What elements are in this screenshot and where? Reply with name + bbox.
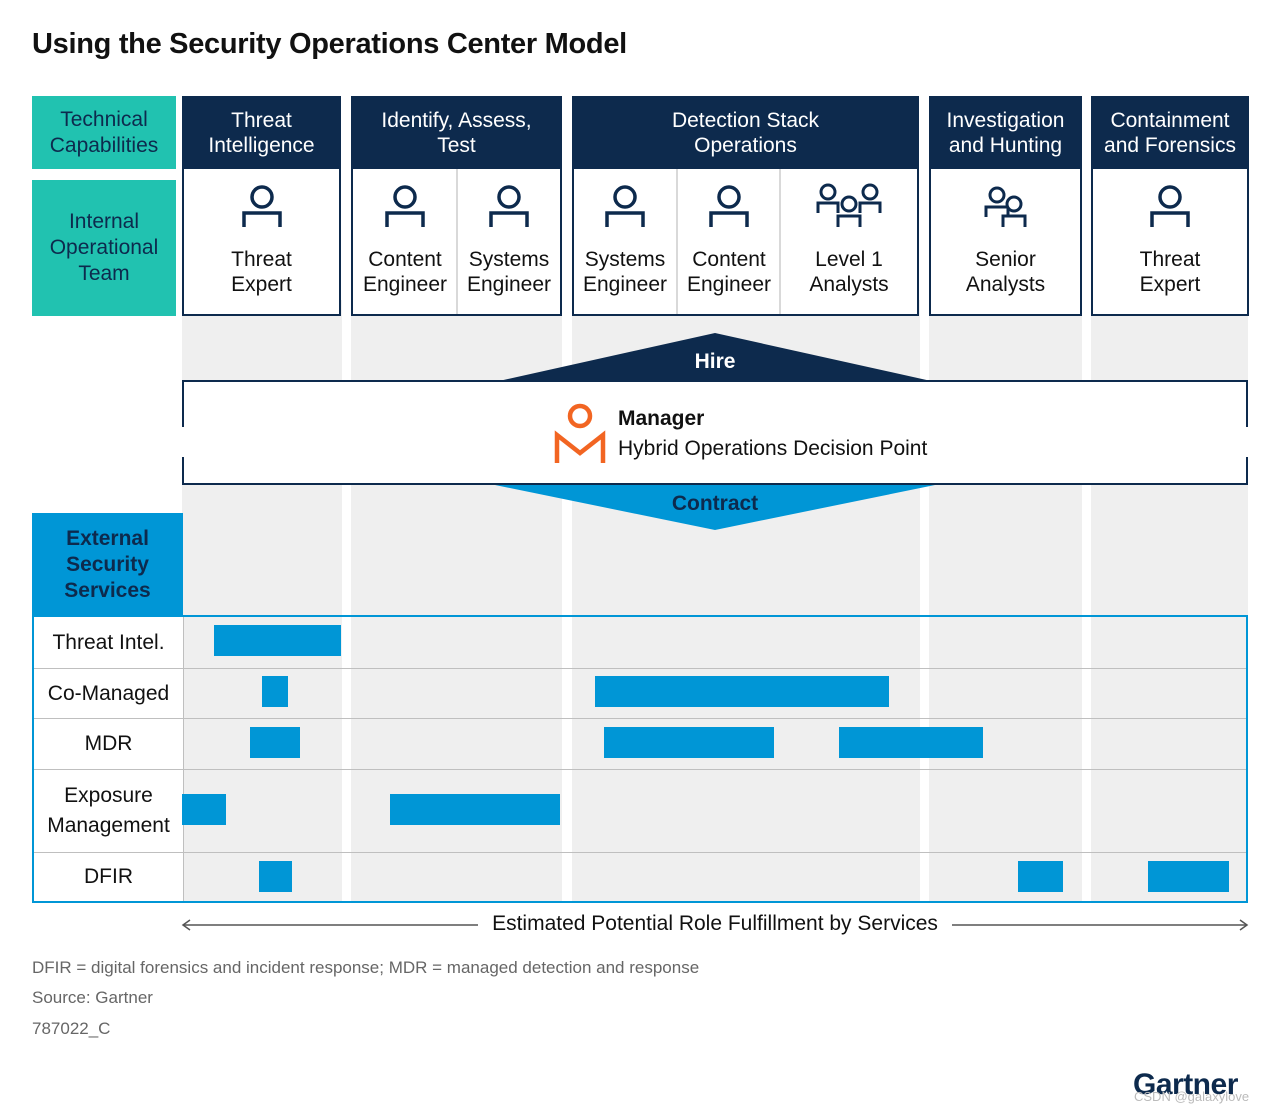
internal-team-label: Internal Operational Team (32, 180, 176, 316)
role-divider (676, 169, 678, 314)
bar-threat-intel-threat-intelligence (214, 625, 341, 656)
gartner-logo: Gartner (1133, 1068, 1238, 1101)
service-label-mdr: MDR (34, 719, 183, 769)
person-icon (239, 183, 285, 229)
bar-exposure-threat-intelligence (182, 794, 226, 825)
technical-capabilities-label: Technical Capabilities (32, 96, 176, 169)
capability-name: Detection Stack Operations (671, 108, 820, 157)
person-icon (706, 183, 752, 229)
capability-header-identify-assess-test: Identify, Assess, Test (351, 96, 562, 169)
bar-mdr-threat-intelligence (250, 727, 300, 758)
capability-header-investigation: Investigation and Hunting (929, 96, 1082, 169)
gartner-manager-icon (554, 403, 606, 463)
role-threat-expert: Threat Expert (1093, 169, 1247, 314)
service-row-separator (34, 852, 1246, 853)
person-icon (382, 183, 428, 229)
footnote-code: 787022_C (32, 1019, 111, 1038)
internal-team-text: Internal Operational Team (49, 210, 159, 285)
role-label: Senior Analysts (965, 248, 1046, 296)
external-services-header: External Security Services (32, 513, 183, 616)
service-label-threat-intel: Threat Intel. (34, 617, 183, 668)
page-title: Using the Security Operations Center Mod… (32, 28, 627, 60)
contract-arrow (495, 485, 935, 530)
bar-co-managed-detection-stack (595, 676, 889, 707)
service-row-separator (34, 718, 1246, 719)
person-icon (602, 183, 648, 229)
roles-detection-stack: Systems Engineer Content Engineer Level … (572, 169, 919, 316)
role-label: Content Engineer (362, 248, 448, 296)
footnote-source: Source: Gartner (32, 988, 153, 1007)
capability-header-threat-intelligence: Threat Intelligence (182, 96, 341, 169)
role-label: Systems Engineer (582, 248, 668, 296)
manager-box-gap-left (180, 427, 186, 457)
person-icon (1147, 183, 1193, 229)
role-threat-expert: Threat Expert (184, 169, 339, 314)
role-label: Content Engineer (686, 248, 772, 296)
capability-header-detection-stack: Detection Stack Operations (572, 96, 919, 169)
bar-mdr-detection-stack-engineers (604, 727, 774, 758)
contract-label: Contract (671, 492, 759, 515)
role-label: Level 1 Analysts (809, 248, 889, 296)
watermark: CSDN @galaxylove (1134, 1089, 1250, 1104)
role-label: Threat Expert (1139, 248, 1201, 296)
manager-title: Manager (618, 407, 705, 430)
capability-name: Threat Intelligence (208, 108, 315, 157)
role-systems-engineer: Systems Engineer (574, 169, 676, 314)
service-label-exposure-management: Exposure Management (34, 770, 183, 852)
technical-capabilities-text: Technical Capabilities (49, 107, 159, 157)
role-content-engineer: Content Engineer (353, 169, 457, 314)
service-row-separator (34, 769, 1246, 770)
services-grid: Threat Intel. Co-Managed MDR Exposure Ma… (32, 615, 1248, 903)
role-label: Systems Engineer (466, 248, 552, 296)
role-systems-engineer: Systems Engineer (458, 169, 560, 314)
service-label-dfir: DFIR (34, 853, 183, 901)
roles-investigation: Senior Analysts (929, 169, 1082, 316)
axis-label: Estimated Potential Role Fulfillment by … (478, 912, 952, 935)
capability-name: Identify, Assess, Test (381, 108, 532, 157)
two-people-icon (980, 183, 1032, 229)
role-divider (456, 169, 458, 314)
role-divider (779, 169, 781, 314)
capability-header-containment: Containment and Forensics (1091, 96, 1249, 169)
service-label-text: Exposure Management (47, 784, 170, 837)
hire-label: Hire (694, 350, 736, 373)
role-senior-analysts: Senior Analysts (931, 169, 1080, 314)
manager-box-gap-right (1244, 427, 1250, 457)
services-label-divider (183, 617, 184, 901)
group-of-three-people-icon (816, 183, 882, 229)
role-content-engineer: Content Engineer (678, 169, 780, 314)
axis-label-wrap: Estimated Potential Role Fulfillment by … (182, 912, 1248, 936)
bar-dfir-containment (1148, 861, 1229, 892)
manager-box (182, 380, 1248, 485)
bar-exposure-identify-assess-test (390, 794, 560, 825)
bar-co-managed-threat-intelligence (262, 676, 288, 707)
manager-subtitle: Hybrid Operations Decision Point (618, 437, 928, 460)
capability-name: Investigation and Hunting (946, 108, 1065, 157)
person-icon (486, 183, 532, 229)
external-services-text: External Security Services (64, 526, 151, 602)
role-level-1-analysts: Level 1 Analysts (781, 169, 917, 314)
roles-containment: Threat Expert (1091, 169, 1249, 316)
capability-name: Containment and Forensics (1104, 108, 1236, 157)
service-label-co-managed: Co-Managed (34, 669, 183, 718)
bar-dfir-threat-intelligence (259, 861, 292, 892)
bar-dfir-investigation (1018, 861, 1063, 892)
bar-mdr-level-1-analysts (839, 727, 983, 758)
hire-arrow (490, 333, 940, 383)
role-label: Threat Expert (231, 248, 292, 296)
roles-threat-intelligence: Threat Expert (182, 169, 341, 316)
service-row-separator (34, 668, 1246, 669)
roles-identify-assess-test: Content Engineer Systems Engineer (351, 169, 562, 316)
footnote-abbreviations: DFIR = digital forensics and incident re… (32, 958, 700, 977)
